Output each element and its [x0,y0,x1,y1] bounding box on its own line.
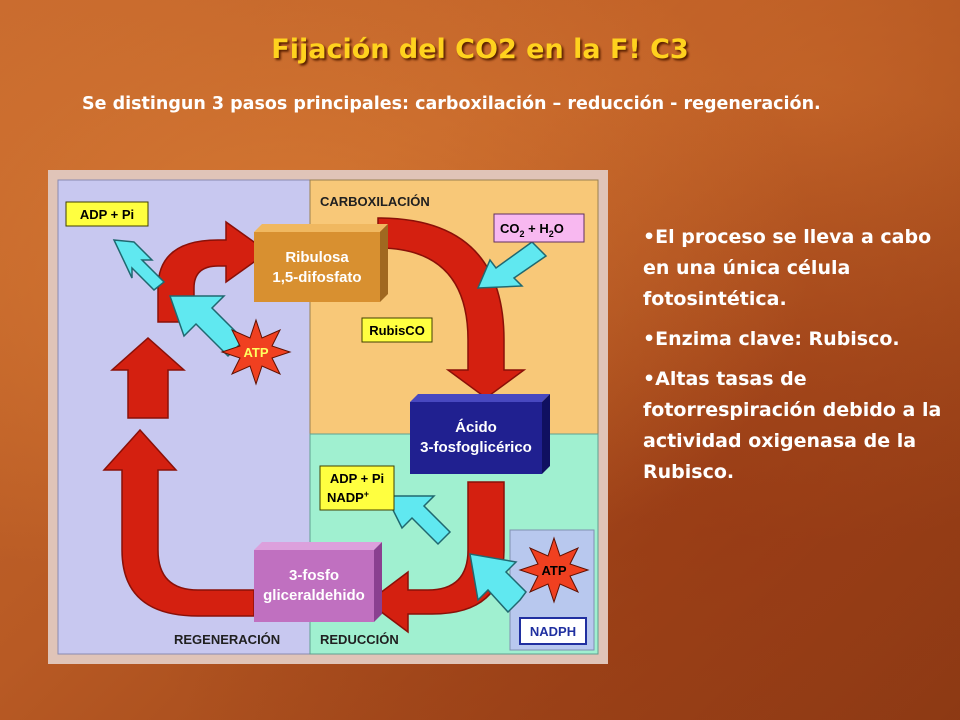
box-acido-fosfoglicerico: Ácido 3-fosfoglicérico [410,394,550,474]
atp-star-right: ATP [518,536,590,604]
svg-text:3-fosfoglicérico: 3-fosfoglicérico [420,439,532,456]
svg-text:ATP: ATP [541,563,566,578]
label-nadph: NADPH [519,617,587,645]
bullet-item: •Enzima clave: Rubisco. [643,328,900,350]
box-ribulosa: Ribulosa 1,5-difosfato [254,224,388,302]
svg-text:ATP: ATP [243,345,268,360]
svg-text:Ácido: Ácido [455,419,497,436]
cyan-arrow-atp-right [469,553,527,614]
svg-text:NADP+: NADP+ [327,489,369,505]
label-co2-h2o: CO2 + H2O [493,213,585,243]
arrow-regeneration-bottom [102,428,255,617]
svg-text:ADP + Pi: ADP + Pi [330,471,384,486]
bullet-list: •El proceso se lleva a cabo en una única… [643,222,943,497]
label-adp-pi-nadp: ADP + Pi NADP+ [319,465,395,511]
svg-text:NADPH: NADPH [530,624,576,639]
slide-subtitle: Se distingun 3 pasos principales: carbox… [82,94,821,114]
cyan-arrow-co2 [476,241,548,289]
arrow-regeneration-mid [110,336,186,419]
section-label-carboxilacion: CARBOXILACIÓN [320,194,430,209]
label-adp-pi-top: ADP + Pi [65,201,149,227]
svg-text:RubisCO: RubisCO [369,323,425,338]
arrow-carboxylation [377,217,527,399]
svg-text:CO2 + H2O: CO2 + H2O [500,221,564,239]
svg-text:Ribulosa: Ribulosa [285,249,349,266]
bullet-item: •Altas tasas de fotorrespiración debido … [643,368,942,483]
calvin-cycle-diagram: CARBOXILACIÓN REGENERACIÓN REDUCCIÓN Rib… [48,170,608,664]
svg-text:3-fosfo: 3-fosfo [289,567,339,584]
atp-star-left: ATP [220,318,292,386]
bullet-item: •El proceso se lleva a cabo en una única… [643,226,932,310]
slide-title: Fijación del CO2 en la F! C3 [271,34,689,65]
cyan-arrow-adp-top [112,239,166,292]
diagram-canvas: CARBOXILACIÓN REGENERACIÓN REDUCCIÓN Rib… [57,179,599,655]
svg-text:gliceraldehido: gliceraldehido [263,587,365,604]
section-label-regeneracion: REGENERACIÓN [174,632,280,647]
svg-text:ADP + Pi: ADP + Pi [80,207,134,222]
label-rubisco: RubisCO [361,317,433,343]
cyan-arrow-adp-mid [384,495,452,546]
box-gliceraldehido: 3-fosfo gliceraldehido [254,542,382,622]
section-label-reduccion: REDUCCIÓN [320,632,399,647]
svg-text:1,5-difosfato: 1,5-difosfato [272,269,361,286]
